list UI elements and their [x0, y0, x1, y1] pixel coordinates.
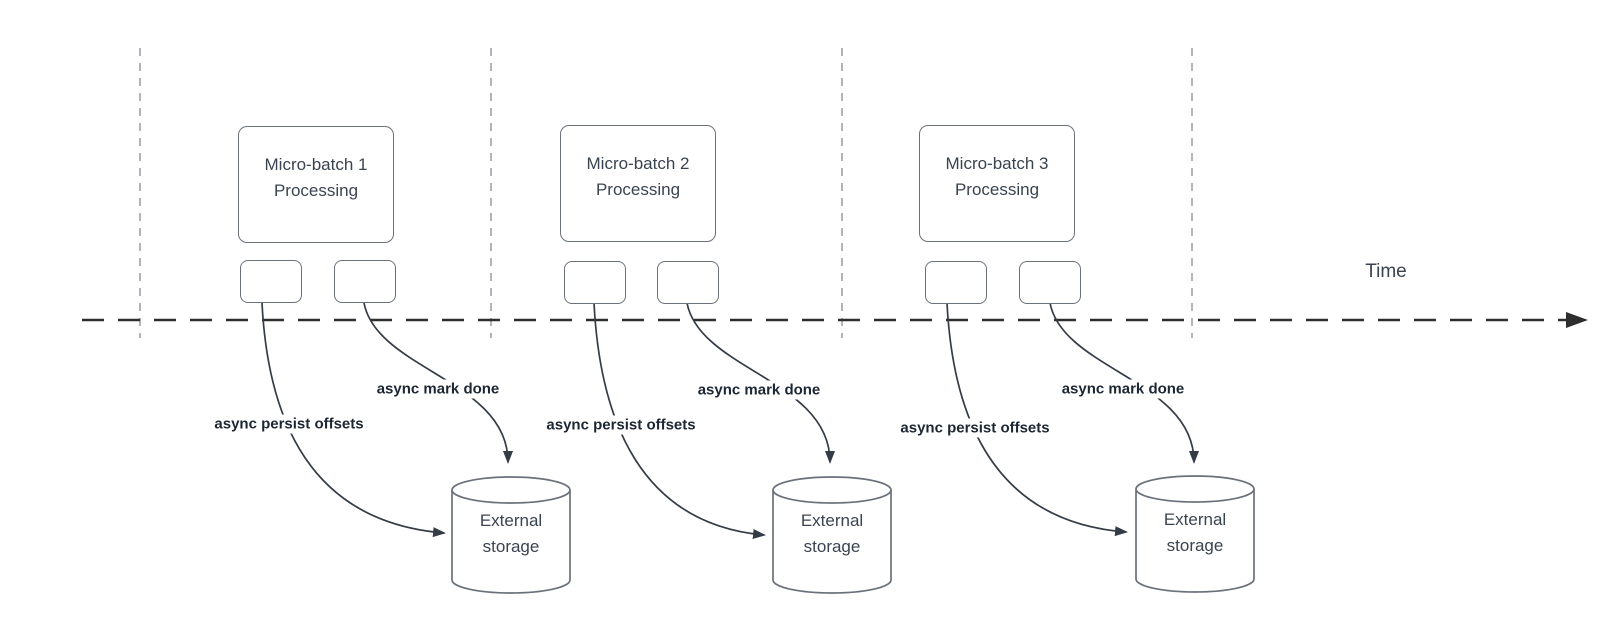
- time-axis-arrowhead-icon: [1566, 312, 1588, 328]
- external-storage-label-2-line1: External: [800, 511, 864, 530]
- async-arrows: [261, 302, 1199, 539]
- external-storage-label-3-line2: storage: [1166, 536, 1224, 555]
- mark-done-label-3: async mark done: [1058, 379, 1188, 399]
- mark-done-label-1: async mark done: [373, 379, 503, 399]
- persist-offsets-arrow-3: [946, 302, 1128, 537]
- mark-done-arrow-1: [363, 302, 513, 464]
- storage-cylinders: [451, 475, 1255, 594]
- persist-offsets-label-1: async persist offsets: [211, 414, 367, 434]
- storage-cylinder-1: [451, 476, 571, 594]
- external-storage-label-1-line2: storage: [482, 537, 540, 556]
- external-storage-label-3: External storage: [1136, 507, 1254, 559]
- micro-batch-2-subtitle: Processing: [595, 179, 681, 199]
- mark-done-arrow-3: [1049, 302, 1199, 464]
- external-storage-label-1: External storage: [452, 508, 570, 560]
- persist-offsets-arrow-2: [593, 302, 766, 539]
- mark-done-arrow-2: [686, 302, 835, 464]
- persist-offsets-label-2: async persist offsets: [543, 415, 699, 435]
- micro-batch-1-title: Micro-batch 1: [264, 154, 368, 174]
- external-storage-label-2-line2: storage: [803, 537, 861, 556]
- storage-cylinder-2: [772, 476, 892, 594]
- micro-batch-1-subtitle: Processing: [273, 180, 359, 200]
- storage-cylinder-3: [1135, 475, 1255, 593]
- external-storage-label-1-line1: External: [479, 511, 543, 530]
- persist-task-box-2: [564, 261, 626, 304]
- micro-batch-3-title: Micro-batch 3: [945, 153, 1049, 173]
- persist-task-box-1: [240, 260, 302, 303]
- external-storage-label-3-line1: External: [1163, 510, 1227, 529]
- done-task-box-3: [1019, 261, 1081, 304]
- done-task-box-1: [334, 260, 396, 303]
- external-storage-label-2: External storage: [773, 508, 891, 560]
- micro-batch-2-title: Micro-batch 2: [586, 153, 690, 173]
- persist-offsets-label-3: async persist offsets: [897, 418, 1053, 438]
- mark-done-label-2: async mark done: [694, 380, 824, 400]
- persist-task-box-3: [925, 261, 987, 304]
- persist-offsets-arrow-1: [261, 302, 446, 538]
- micro-batch-3-processing-box: Micro-batch 3 Processing: [919, 125, 1075, 242]
- micro-batch-2-processing-box: Micro-batch 2 Processing: [560, 125, 716, 242]
- micro-batch-3-subtitle: Processing: [954, 179, 1040, 199]
- batch-boundary-guides: [139, 48, 1193, 338]
- time-axis-label: Time: [1365, 261, 1407, 282]
- done-task-box-2: [657, 261, 719, 304]
- micro-batch-1-processing-box: Micro-batch 1 Processing: [238, 126, 394, 243]
